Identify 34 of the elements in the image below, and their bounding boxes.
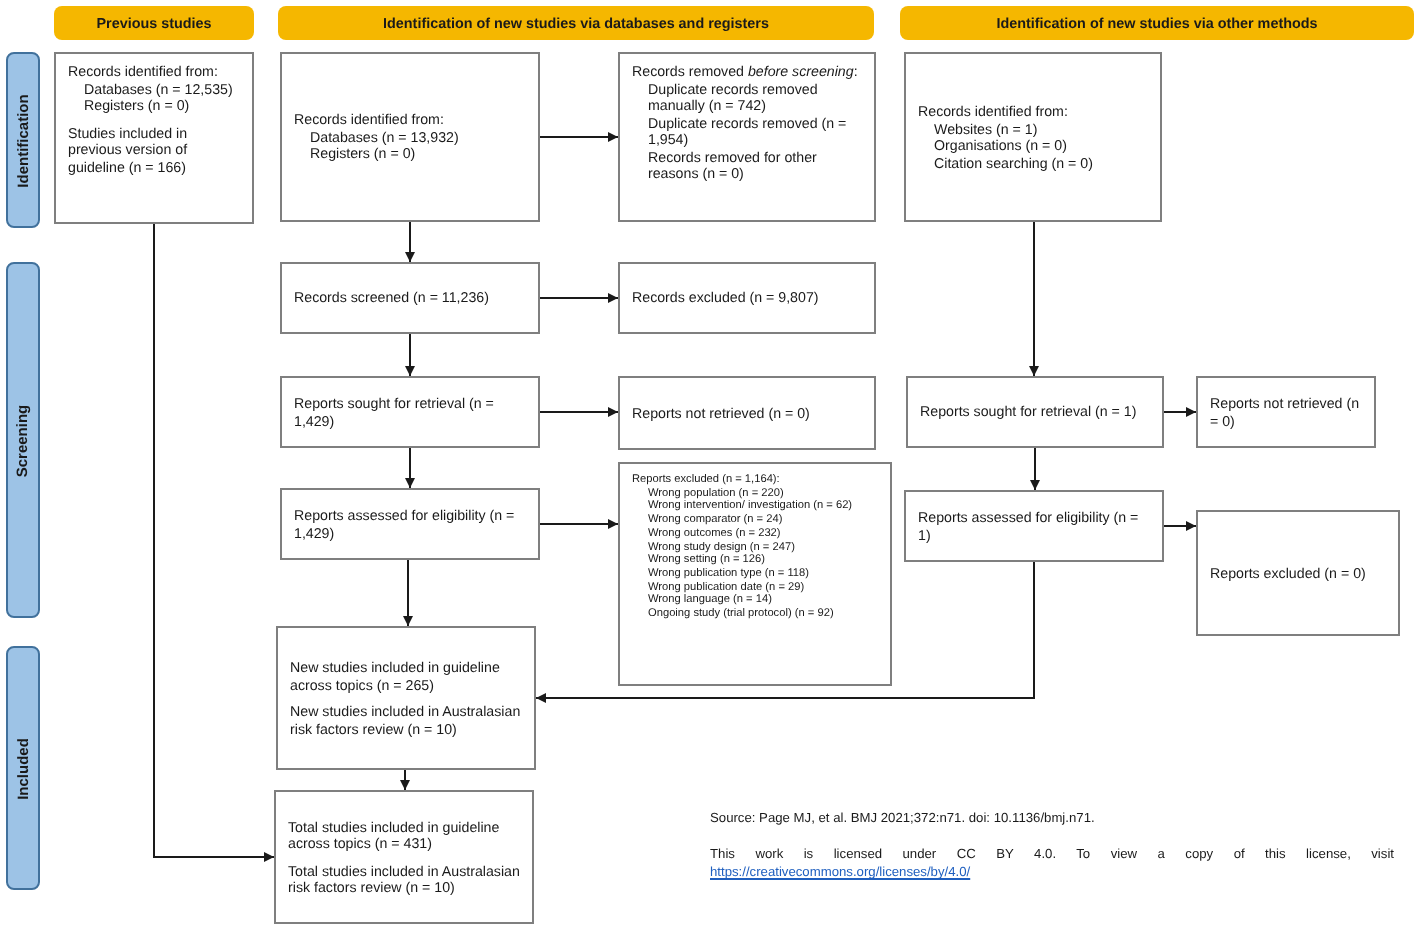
process-box	[618, 52, 876, 222]
process-box	[906, 376, 1164, 448]
stage-band	[6, 262, 40, 618]
process-box	[276, 626, 536, 770]
stage-band	[6, 52, 40, 228]
process-box	[280, 488, 540, 560]
arrow	[539, 519, 619, 529]
arrow	[539, 132, 619, 142]
process-box	[904, 490, 1164, 562]
arrow	[1163, 407, 1197, 417]
arrow	[539, 293, 619, 303]
process-box	[618, 376, 876, 450]
stage-band	[6, 646, 40, 890]
arrow	[405, 447, 415, 489]
process-box	[904, 52, 1162, 222]
arrow	[539, 407, 619, 417]
arrow	[405, 221, 415, 263]
arrow	[1030, 447, 1040, 491]
process-box	[274, 790, 534, 924]
arrow	[1163, 521, 1197, 531]
process-box	[280, 376, 540, 448]
arrow	[403, 559, 413, 627]
process-box	[280, 262, 540, 334]
process-box	[1196, 376, 1376, 448]
arrow	[405, 333, 415, 377]
process-box	[618, 462, 892, 686]
arrow	[535, 561, 1035, 703]
process-box	[54, 52, 254, 224]
process-box	[280, 52, 540, 222]
process-box	[618, 262, 876, 334]
arrow	[153, 223, 275, 862]
arrow	[1029, 221, 1039, 377]
arrow	[400, 769, 410, 791]
process-box	[1196, 510, 1400, 636]
